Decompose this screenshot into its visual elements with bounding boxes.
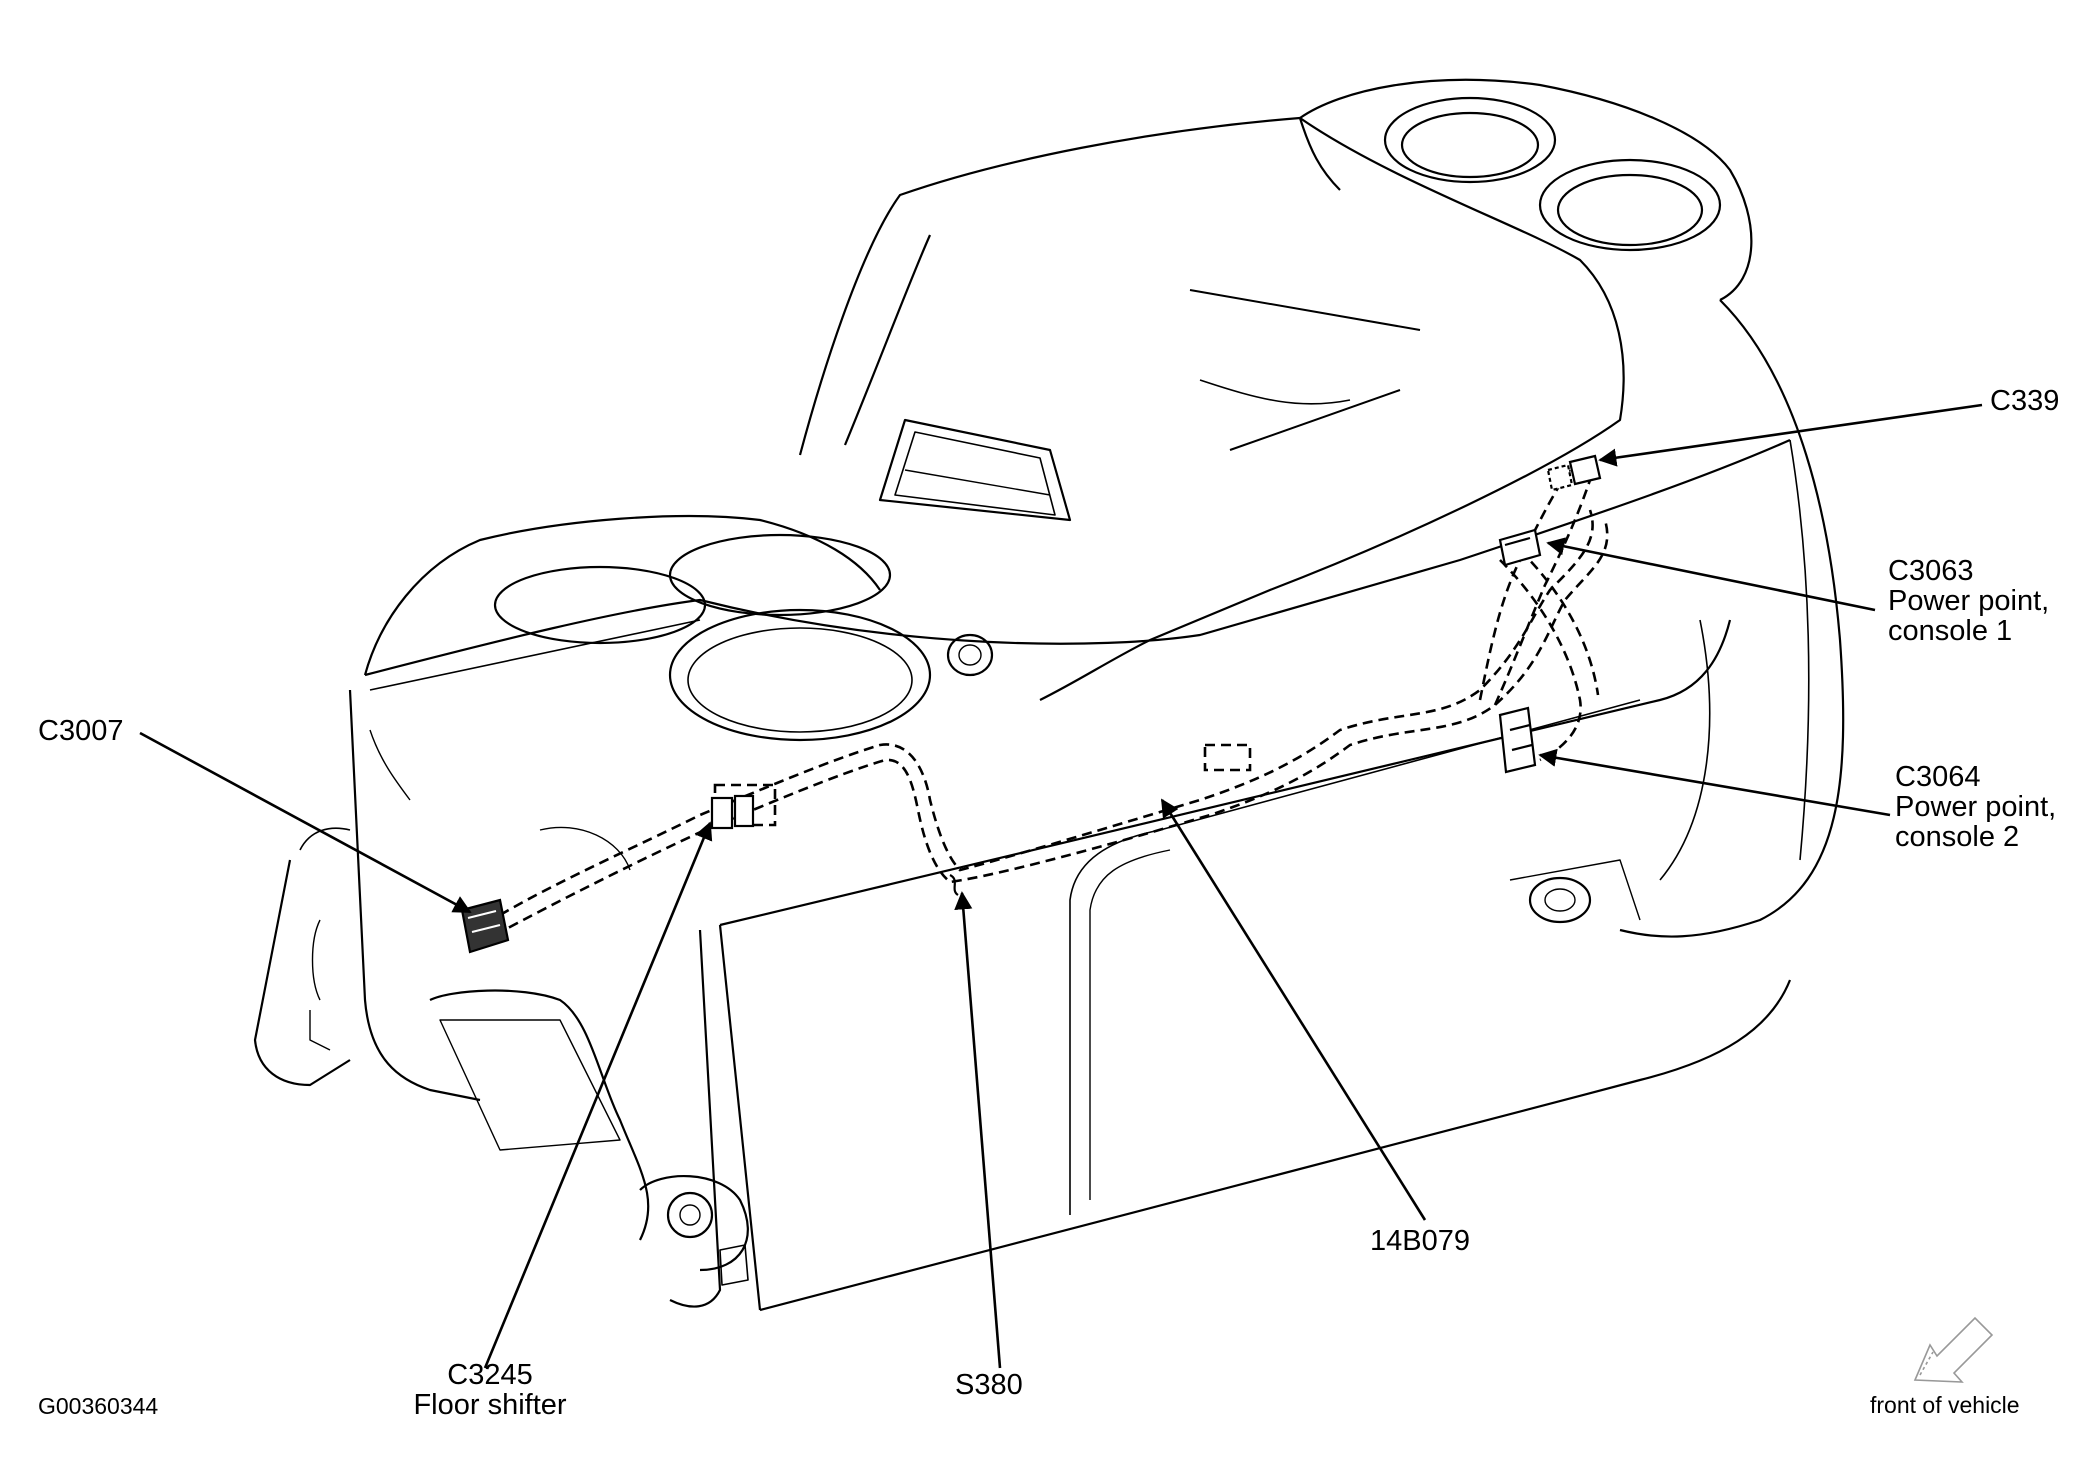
callout-s380: S380 [955,1370,1023,1400]
callout-c3007-code: C3007 [38,715,124,747]
connector-c3064-shape [1498,706,1537,774]
leader-c3007 [139,731,472,914]
front-of-vehicle-arrow-icon [1913,1316,1994,1383]
callout-c339-code: C339 [1990,385,2060,417]
connector-c3007-shape [460,898,510,954]
callout-c3245-desc: Floor shifter [413,1389,567,1421]
front-of-vehicle-text: front of vehicle [1870,1392,2020,1418]
callout-c3007: C3007 [38,716,123,746]
console-body [253,78,1845,1312]
callout-c3063-code: C3063 [1888,555,1974,587]
leader-c3245 [483,821,713,1369]
callout-14B079-code: 14B079 [1370,1225,1470,1257]
callout-c3245-code: C3245 [447,1359,533,1391]
leader-14B079 [1160,798,1427,1221]
callout-c3245: C3245 Floor shifter [400,1360,580,1420]
callout-c3063-desc2: console 1 [1888,615,2013,647]
leader-lines [139,403,1983,1369]
figure-id-text: G00360344 [38,1393,159,1419]
callout-c3064: C3064 Power point, console 2 [1895,762,2056,852]
front-of-vehicle-label: front of vehicle [1870,1392,2020,1418]
callout-c3063: C3063 Power point, console 1 [1888,556,2049,646]
figure-id: G00360344 [38,1393,158,1419]
callout-14B079: 14B079 [1370,1226,1470,1256]
splice-s380-shape [949,874,959,896]
callout-c3064-code: C3064 [1895,761,1981,793]
callout-c3063-desc1: Power point, [1888,585,2050,617]
connector-c3245-shape [710,794,755,830]
callout-c3064-desc1: Power point, [1895,791,2057,823]
leader-c3063 [1546,537,1876,612]
leader-c3064 [1538,748,1891,817]
leader-s380 [954,891,1002,1369]
callout-c3064-desc2: console 2 [1895,821,2020,853]
connector-c3063-shape [1498,528,1542,567]
connector-shapes [460,454,1602,954]
callout-s380-code: S380 [955,1369,1023,1401]
callout-c339: C339 [1990,386,2059,416]
leader-c339 [1598,403,1983,467]
harness-14B079 [494,469,1609,937]
connector-c339-shape [1546,454,1602,492]
